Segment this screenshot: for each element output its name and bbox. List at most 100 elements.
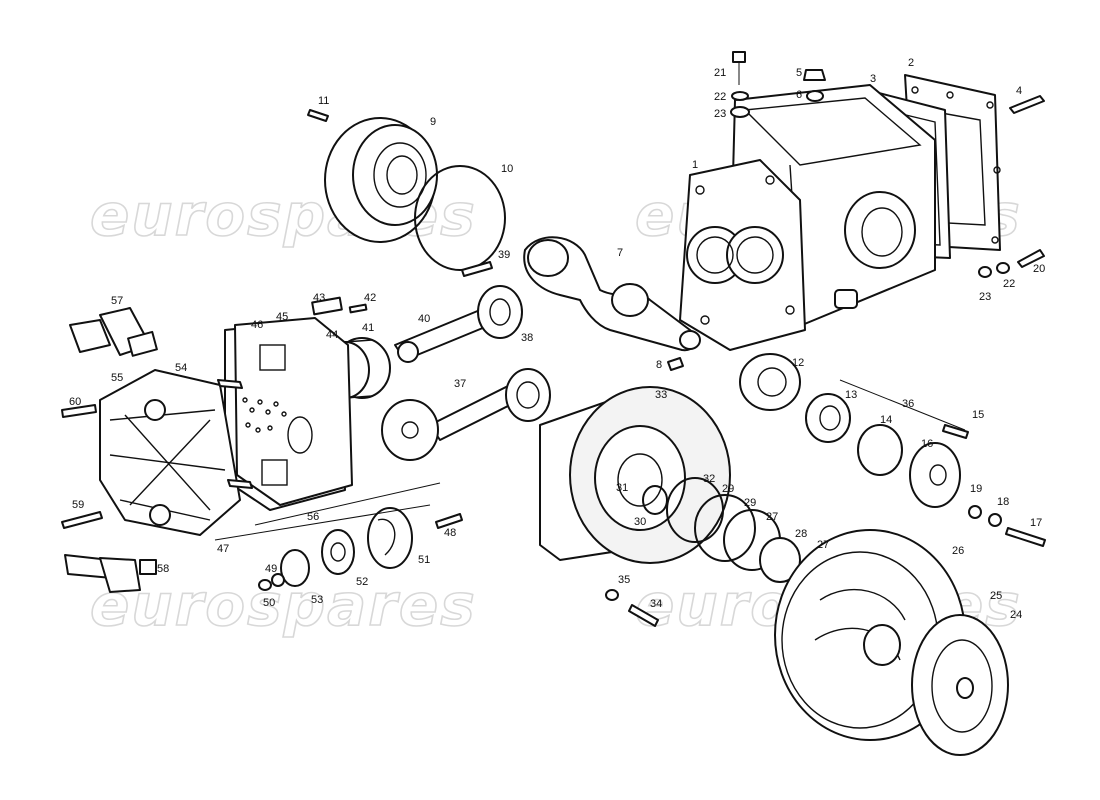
crankshaft bbox=[523, 236, 701, 352]
callout-7: 7 bbox=[617, 247, 623, 259]
connecting-rod-lower bbox=[429, 368, 551, 441]
callout-48: 48 bbox=[444, 527, 456, 539]
assembly-brackets bbox=[214, 379, 966, 541]
bolt-17 bbox=[1005, 527, 1046, 547]
o-ring bbox=[414, 165, 506, 271]
callout-12: 12 bbox=[792, 357, 804, 369]
callout-27-top: 27 bbox=[766, 511, 778, 523]
callout-18: 18 bbox=[997, 496, 1009, 508]
callout-22-right: 22 bbox=[1003, 278, 1015, 290]
callout-55: 55 bbox=[111, 372, 123, 384]
washer-19 bbox=[968, 505, 982, 519]
valve-plate-assembly bbox=[224, 317, 353, 511]
callout-43: 43 bbox=[313, 292, 325, 304]
callout-56: 56 bbox=[307, 511, 319, 523]
bearing-housing bbox=[324, 117, 438, 243]
bolt-39 bbox=[461, 261, 493, 277]
callout-32: 32 bbox=[703, 473, 715, 485]
callout-labels: 1 2 3 4 5 6 7 8 9 10 11 12 13 14 15 16 1… bbox=[69, 57, 1045, 621]
stud-bolts bbox=[217, 379, 253, 489]
callout-52: 52 bbox=[356, 576, 368, 588]
cylinder-head bbox=[99, 369, 241, 536]
piston-lower bbox=[381, 399, 439, 461]
callout-33: 33 bbox=[655, 389, 667, 401]
callout-44: 44 bbox=[326, 329, 338, 341]
callout-22-top: 22 bbox=[714, 91, 726, 103]
callout-49: 49 bbox=[265, 563, 277, 575]
clutch-plate bbox=[911, 614, 1009, 756]
callout-46: 46 bbox=[251, 319, 263, 331]
callout-35: 35 bbox=[618, 574, 630, 586]
callout-30: 30 bbox=[634, 516, 646, 528]
callout-17: 17 bbox=[1030, 517, 1042, 529]
callout-23-top: 23 bbox=[714, 108, 726, 120]
callout-29-top: 29 bbox=[722, 483, 734, 495]
washer-18 bbox=[988, 513, 1002, 527]
bearing-12 bbox=[739, 353, 801, 411]
plug-5-and-washer-6 bbox=[803, 69, 826, 102]
callout-28: 28 bbox=[795, 528, 807, 540]
callout-23-right: 23 bbox=[979, 291, 991, 303]
woodruff-key bbox=[667, 357, 684, 371]
bolt-48 bbox=[435, 513, 463, 529]
bolt-11 bbox=[307, 109, 329, 122]
callout-50: 50 bbox=[263, 597, 275, 609]
callout-20: 20 bbox=[1033, 263, 1045, 275]
bolt-21-and-washers bbox=[730, 51, 750, 118]
callout-45: 45 bbox=[276, 311, 288, 323]
callout-58: 58 bbox=[157, 563, 169, 575]
callout-1: 1 bbox=[692, 159, 698, 171]
callout-8: 8 bbox=[656, 359, 662, 371]
bolt-34 bbox=[628, 604, 659, 627]
pulley-hub-16 bbox=[909, 442, 961, 508]
bolt-4 bbox=[1009, 95, 1045, 114]
callout-24: 24 bbox=[1010, 609, 1022, 621]
callout-47: 47 bbox=[217, 543, 229, 555]
seal-13-14 bbox=[805, 393, 903, 476]
washer-35 bbox=[605, 589, 619, 601]
callout-10: 10 bbox=[501, 163, 513, 175]
callout-41: 41 bbox=[362, 322, 374, 334]
callout-57: 57 bbox=[111, 295, 123, 307]
callout-4: 4 bbox=[1016, 85, 1022, 97]
callout-29-bottom: 29 bbox=[744, 497, 756, 509]
fitting-57 bbox=[69, 307, 158, 357]
callout-34: 34 bbox=[650, 598, 662, 610]
callout-25: 25 bbox=[990, 590, 1002, 602]
fitting-58 bbox=[64, 554, 157, 593]
callout-13: 13 bbox=[845, 389, 857, 401]
callout-31: 31 bbox=[616, 482, 628, 494]
callout-54: 54 bbox=[175, 362, 187, 374]
callout-5: 5 bbox=[796, 67, 802, 79]
callout-39: 39 bbox=[498, 249, 510, 261]
callout-27-bottom: 27 bbox=[817, 539, 829, 551]
callout-11: 11 bbox=[318, 95, 329, 107]
callout-26: 26 bbox=[952, 545, 964, 557]
callout-2: 2 bbox=[908, 57, 914, 69]
callout-36: 36 bbox=[902, 398, 914, 410]
callout-59: 59 bbox=[72, 499, 84, 511]
connecting-rod-upper bbox=[394, 285, 523, 363]
pin-clip bbox=[348, 303, 368, 314]
callout-14: 14 bbox=[880, 414, 892, 426]
callout-6: 6 bbox=[796, 89, 802, 101]
compressor-housing bbox=[679, 74, 1001, 351]
callout-51: 51 bbox=[418, 554, 430, 566]
bolt-15 bbox=[942, 424, 969, 439]
bolt-59 bbox=[61, 511, 103, 529]
callout-21: 21 bbox=[714, 67, 726, 79]
clutch-housing bbox=[539, 386, 731, 564]
callout-16: 16 bbox=[921, 438, 933, 450]
callout-38: 38 bbox=[521, 332, 533, 344]
callout-15: 15 bbox=[972, 409, 984, 421]
callout-42: 42 bbox=[364, 292, 376, 304]
callout-19: 19 bbox=[970, 483, 982, 495]
callout-3: 3 bbox=[870, 73, 876, 85]
callout-9: 9 bbox=[430, 116, 436, 128]
callout-37: 37 bbox=[454, 378, 466, 390]
reed-valve-discs bbox=[258, 507, 413, 591]
piston-pin bbox=[311, 296, 343, 316]
bolt-20-and-washers bbox=[978, 249, 1045, 278]
